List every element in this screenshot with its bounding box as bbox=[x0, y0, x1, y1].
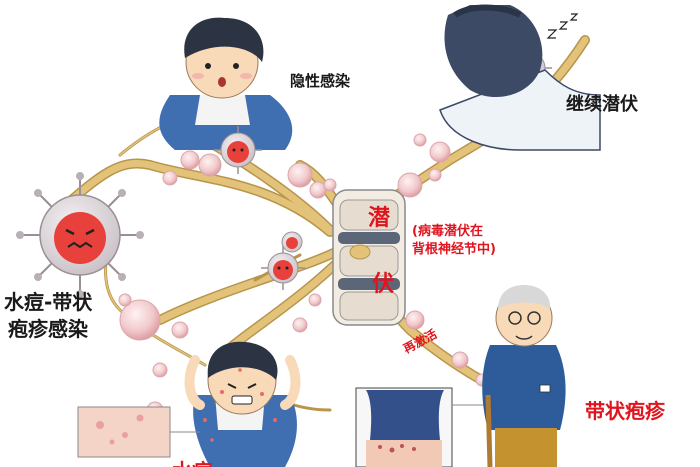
label-herpes-zoster: 带状疱疹 bbox=[585, 399, 665, 423]
child-latent-figure bbox=[159, 17, 293, 150]
label-latency-note-line1: (病毒潜伏在 bbox=[412, 224, 483, 239]
sleeping-adult-figure bbox=[439, 4, 601, 151]
label-chickenpox: 水痘 bbox=[172, 455, 212, 467]
label-varicella-zoster-line1: 水痘-带状 bbox=[4, 290, 93, 314]
label-continued-latency: 继续潜伏 bbox=[566, 94, 638, 115]
label-latent-infection: 隐性感染 bbox=[290, 72, 351, 90]
spinal-column bbox=[332, 189, 406, 326]
virus-small-spine-1 bbox=[261, 246, 305, 290]
virus-small-spine-2 bbox=[281, 231, 303, 253]
label-latency-char-1: 潜 bbox=[368, 206, 391, 231]
virus-small-near-child bbox=[214, 126, 262, 174]
label-varicella-zoster-line2: 疱疹感染 bbox=[8, 317, 88, 341]
chickenpox-skin-inset bbox=[77, 406, 200, 458]
label-latency-char-2: 伏 bbox=[372, 272, 395, 297]
herpes-zoster-skin-inset bbox=[355, 387, 490, 467]
label-latency-note-line2: 背根神经节中) bbox=[412, 242, 496, 257]
virus-large bbox=[16, 172, 144, 298]
child-chickenpox-figure bbox=[184, 341, 301, 467]
elderly-man-figure bbox=[482, 285, 566, 467]
